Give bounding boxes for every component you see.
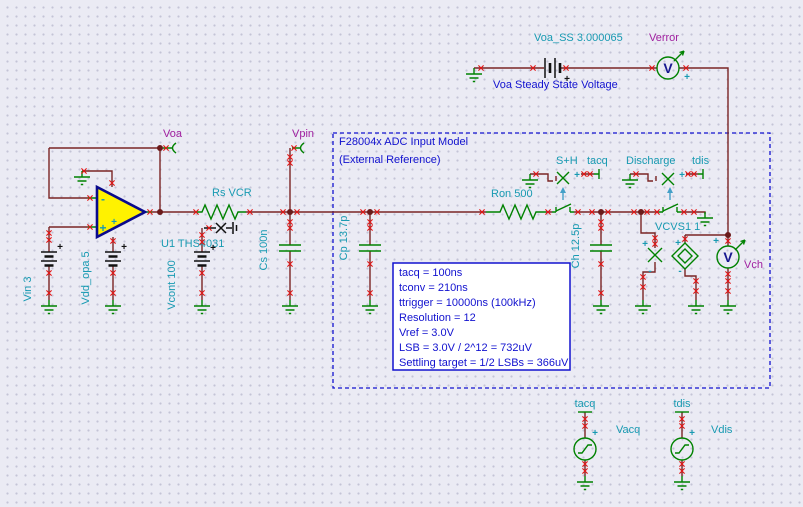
model-box-subtitle: (External Reference) [339,154,441,166]
source-vdis-label: Vdis [711,424,733,436]
up-arrow-icon [560,187,566,193]
ground-icon[interactable] [673,475,691,491]
battery-plus: + [564,74,570,85]
source-vacq-net-label: tacq [575,398,596,410]
ground-icon[interactable] [634,299,652,315]
switch-sh-control-label: tacq [587,155,608,167]
ground-icon[interactable] [621,173,639,189]
ground-icon[interactable] [687,299,705,315]
resistor-ron-label: Ron 500 [491,188,533,200]
voltmeter-vch[interactable]: V + [713,236,746,269]
notes-line: Resolution = 12 [399,312,476,324]
voltmeter-glyph: V [723,249,733,265]
ground-icon[interactable] [40,299,58,315]
switch-discharge-control-label: tdis [692,155,710,167]
ground-icon[interactable] [521,173,539,189]
opamp-u1[interactable]: - + + [88,184,152,240]
switch-control-plus: + [679,170,685,181]
voltmeter-glyph: V [663,60,673,76]
notes-box[interactable]: tacq = 100ns tconv = 210ns ttrigger = 10… [392,262,571,371]
notes-line: Vref = 3.0V [399,327,455,339]
model-box-title: F28004x ADC Input Model [339,136,468,148]
ground-icon[interactable] [104,299,122,315]
net-label-vch: Vch [744,259,763,271]
battery-plus: + [210,243,216,254]
vcr-control[interactable] [204,222,238,234]
source-plus: + [592,428,598,439]
source-vdis-net-label: tdis [673,398,691,410]
battery-plus: + [121,242,127,253]
voltmeter-plus: + [684,72,690,83]
vcvs-label: VCVS1 1 [655,221,700,233]
battery-vdd-opa[interactable]: + [105,242,127,267]
battery-voa-ss[interactable]: + [544,58,570,85]
resistor-rs-label: Rs VCR [212,187,252,199]
opamp-power-plus: + [111,217,117,228]
ground-icon[interactable] [361,299,379,315]
ground-icon[interactable] [576,475,594,491]
voltmeter-verror[interactable]: V + [656,50,690,83]
notes-line: tacq = 100ns [399,267,463,279]
net-connector-voa[interactable] [163,142,177,154]
adc-model-boundary [332,132,771,389]
opamp-triangle[interactable] [95,184,148,240]
vcvs-sense-minus: - [648,266,651,277]
capacitor-cs[interactable] [279,244,301,252]
switch-sh[interactable]: + [552,169,600,213]
battery-vcont[interactable]: + [194,243,216,267]
ground-icon[interactable] [281,299,299,315]
notes-line: LSB = 3.0V / 2^12 = 732uV [399,342,533,354]
opamp-plus-input: + [99,221,106,235]
source-vacq-label: Vacq [616,424,640,436]
battery-voa-ss-caption: Voa Steady State Voltage [493,79,618,91]
switch-control-plus: + [574,170,580,181]
voltmeter-plus: + [713,236,719,247]
battery-vin-label: Vin 3 [22,277,34,302]
ground-icon[interactable] [719,299,737,315]
notes-line: ttrigger = 10000ns (100kHz) [399,297,536,309]
ground-icon[interactable] [193,299,211,315]
source-vacq[interactable]: + [573,411,598,461]
junction-dots [157,145,731,238]
vcvs1[interactable]: + - + - [642,238,699,277]
capacitor-ch[interactable] [590,244,612,252]
net-label-voa: Voa [163,128,183,140]
switch-discharge-label: Discharge [626,155,676,167]
notes-line: Settling target = 1/2 LSBs = 366uV [399,357,569,369]
up-arrow-icon [667,187,673,193]
wire[interactable] [48,67,729,476]
battery-plus: + [57,242,63,253]
capacitor-ch-label: Ch 12.5p [570,224,582,269]
resistor-ron[interactable] [486,203,546,221]
opamp-minus-input: - [101,192,105,206]
net-label-vpin: Vpin [292,128,314,140]
ground-icon[interactable] [592,299,610,315]
pin-markers [45,64,732,475]
source-vdis[interactable]: + [670,411,695,461]
capacitor-cp[interactable] [359,244,381,252]
capacitor-cs-label: Cs 100n [258,230,270,271]
notes-line: tconv = 210ns [399,282,468,294]
battery-vcont-label: Vcont 100 [166,260,178,310]
battery-voa-ss-label: Voa_SS 3.000065 [534,32,623,44]
capacitor-cp-label: Cp 13.7p [338,216,350,261]
opamp-label: U1 THS4031 [161,238,224,250]
resistor-rs[interactable] [196,203,246,221]
battery-vdd-label: Vdd_opa 5 [80,251,92,304]
source-plus: + [689,428,695,439]
vcvs-sense-plus: + [642,239,648,250]
switch-discharge[interactable]: + [659,169,704,213]
net-label-verror: Verror [649,32,679,44]
vcvs-out-plus: + [675,238,681,249]
battery-vin[interactable]: + [41,242,63,267]
switch-sh-label: S+H [556,155,578,167]
vcvs-out-minus: - [678,266,681,277]
